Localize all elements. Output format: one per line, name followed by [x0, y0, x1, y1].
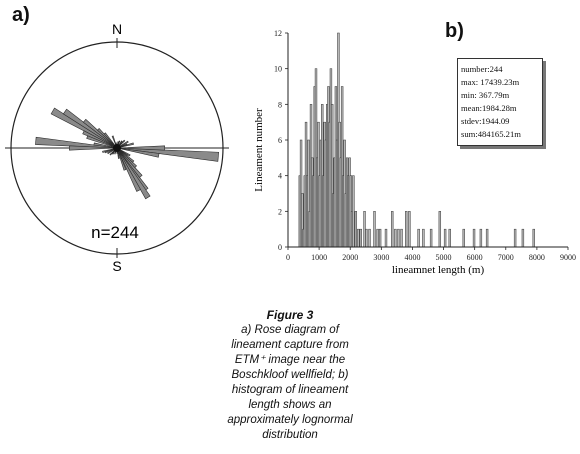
histogram-x-tick-label: 1000 — [311, 253, 327, 262]
caption-title: Figure 3 — [266, 308, 314, 322]
caption-line: a) Rose diagram of — [241, 324, 339, 336]
histogram-ticks: 0 1000 2000 3000 4000 5000 6000 7000 8000 9000 0 2 4… — [274, 29, 576, 262]
rose-sample-count: n=244 — [91, 223, 139, 242]
histogram-y-tick-label: 10 — [274, 65, 282, 74]
rose-petal — [116, 147, 127, 171]
histogram-bar — [384, 228, 388, 248]
rose-petal — [116, 147, 141, 192]
histogram-x-tick-label: 9000 — [560, 253, 576, 262]
rose-center-dot — [113, 144, 121, 152]
caption-line: ETM⁺ image near the — [234, 354, 346, 366]
histogram-bar — [438, 211, 442, 248]
caption-line: lineament capture from — [231, 339, 349, 351]
histogram-y-axis-label: Lineament number — [253, 108, 265, 192]
histogram-bar — [363, 211, 366, 248]
histogram-y-tick-label: 4 — [278, 172, 282, 181]
histogram-x-tick-label: 3000 — [373, 253, 389, 262]
caption-line: Boschkloof wellfield; b) — [231, 369, 349, 381]
rose-petal — [103, 132, 118, 149]
histogram-bar — [368, 228, 371, 248]
stat-sum: sum:484165.21m — [461, 129, 521, 139]
histogram-bar — [521, 228, 525, 248]
rose-petal — [86, 135, 118, 149]
stat-stdev: stdev:1944.09 — [461, 116, 510, 126]
histogram-bar — [365, 228, 368, 248]
rose-north-label: N — [112, 21, 122, 37]
histogram-stats-box: number:244 max: 17439.23m min: 367.79m m… — [457, 58, 543, 146]
histogram-bar — [472, 228, 476, 248]
histogram-bar — [373, 211, 376, 248]
histogram-bar — [422, 228, 425, 248]
caption-line: distribution — [262, 429, 318, 441]
histogram-bar — [532, 228, 535, 248]
stat-min: min: 367.79m — [461, 90, 510, 100]
histogram-x-tick-label: 7000 — [498, 253, 514, 262]
histogram-y-tick-label: 0 — [278, 243, 282, 252]
histogram-bar — [405, 211, 408, 248]
histogram-bar — [417, 228, 420, 248]
histogram-bar — [513, 228, 517, 248]
panel-a-label: a) — [12, 4, 30, 26]
histogram-x-tick-label: 2000 — [342, 253, 358, 262]
rose-petals — [35, 107, 219, 200]
histogram-y-tick-label: 8 — [278, 100, 282, 109]
stat-mean: mean:1984.28m — [461, 103, 517, 113]
rose-petal — [93, 142, 118, 149]
histogram-y-tick-label: 2 — [278, 207, 282, 216]
histogram-bar — [394, 228, 397, 248]
rose-petal — [116, 147, 160, 158]
stat-max: max: 17439.23m — [461, 77, 520, 87]
rose-petal — [116, 145, 165, 151]
caption-line: histogram of lineament — [231, 384, 349, 396]
histogram-x-tick-label: 5000 — [436, 253, 452, 262]
histogram-bar — [357, 228, 360, 248]
histogram-bar — [479, 228, 483, 248]
histogram-x-tick-label: 0 — [286, 253, 290, 262]
histogram-bar — [485, 228, 489, 248]
caption-line: length shows an — [248, 399, 332, 411]
stat-number: number:244 — [461, 64, 503, 74]
figure-caption: Figure 3 a) Rose diagram of lineament ca… — [200, 308, 380, 443]
histogram-x-tick-label: 4000 — [404, 253, 420, 262]
caption-line: approximately lognormal — [227, 414, 353, 426]
histogram-bar — [376, 228, 379, 248]
histogram-bar — [359, 228, 362, 248]
histogram-x-axis-label: lineamnet length (m) — [392, 264, 485, 276]
histogram-bar — [443, 228, 447, 248]
histogram-bar — [391, 211, 394, 248]
histogram-bar — [408, 211, 411, 248]
rose-petal — [69, 145, 118, 151]
panel-b-label: b) — [445, 20, 464, 42]
histogram-bar — [354, 211, 358, 248]
histogram-y-tick-label: 6 — [278, 136, 282, 145]
histogram-bar — [448, 228, 451, 248]
histogram-x-tick-label: 6000 — [467, 253, 483, 262]
rose-south-label: S — [112, 258, 121, 274]
histogram-bar — [400, 228, 403, 248]
histogram-bar — [429, 228, 433, 248]
histogram-bar — [352, 175, 355, 248]
histogram-bar — [378, 228, 382, 248]
histogram-bar — [397, 228, 400, 248]
histogram-bar — [462, 228, 465, 248]
histogram-x-tick-label: 8000 — [529, 253, 545, 262]
histogram-y-tick-label: 12 — [274, 29, 282, 38]
